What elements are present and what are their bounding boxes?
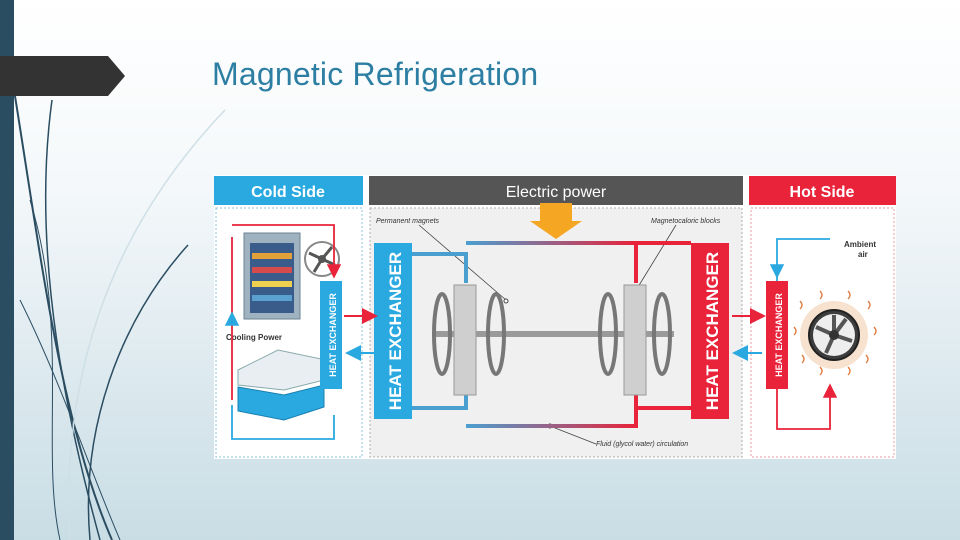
center-cold-heat-exchanger-label: HEAT EXCHANGER (386, 252, 405, 410)
permanent-magnets-label: Permanent magnets (376, 218, 440, 225)
center-hot-heat-exchanger-label: HEAT EXCHANGER (703, 252, 722, 410)
hot-side-heat-exchanger (766, 281, 788, 389)
cold-side-header (214, 176, 363, 205)
right-magnet-ring-2 (652, 292, 672, 376)
cooling-power-label: Cooling Power (226, 333, 282, 342)
left-magnet-ring-2 (486, 292, 506, 376)
rotor-shaft (434, 331, 674, 337)
electric-power-label: Electric power (506, 184, 607, 201)
left-magnet-ring-1 (432, 292, 452, 376)
cold-side-label: Cold Side (251, 184, 325, 201)
electric-power-header (369, 176, 743, 205)
right-magnetocaloric-block (623, 284, 647, 396)
hot-side-fan-icon (793, 290, 877, 376)
right-magnet-ring-1 (598, 292, 618, 376)
cold-side-panel (215, 207, 363, 458)
ambient-air-label-line2: air (858, 250, 868, 259)
pipe-top-left (412, 252, 468, 283)
title-tab-arrow (0, 56, 125, 96)
magnetocaloric-blocks-label: Magnetocaloric blocks (651, 218, 721, 225)
magnetic-refrigeration-diagram: Cold Side Electric power Hot Side Perman… (214, 175, 896, 459)
ambient-air-label-line1: Ambient (844, 240, 876, 249)
hot-side-heat-exchanger-label: HEAT EXCHANGER (774, 293, 784, 377)
cold-side-heat-exchanger-label: HEAT EXCHANGER (328, 293, 338, 377)
left-accent-bar (0, 0, 14, 540)
magnet-pointer-dot (503, 298, 509, 304)
hot-side-label: Hot Side (790, 184, 855, 201)
center-hot-heat-exchanger (691, 243, 729, 419)
left-magnetocaloric-block (453, 284, 477, 396)
cold-side-heat-exchanger (320, 281, 342, 389)
center-cold-heat-exchanger (374, 243, 412, 419)
slide-title: Magnetic Refrigeration (212, 56, 539, 92)
hot-side-header (749, 176, 896, 205)
power-arrow (530, 203, 582, 239)
fluid-circulation-label: Fluid (glycol water) circulation (596, 441, 688, 448)
pipe-bottom (466, 385, 638, 428)
